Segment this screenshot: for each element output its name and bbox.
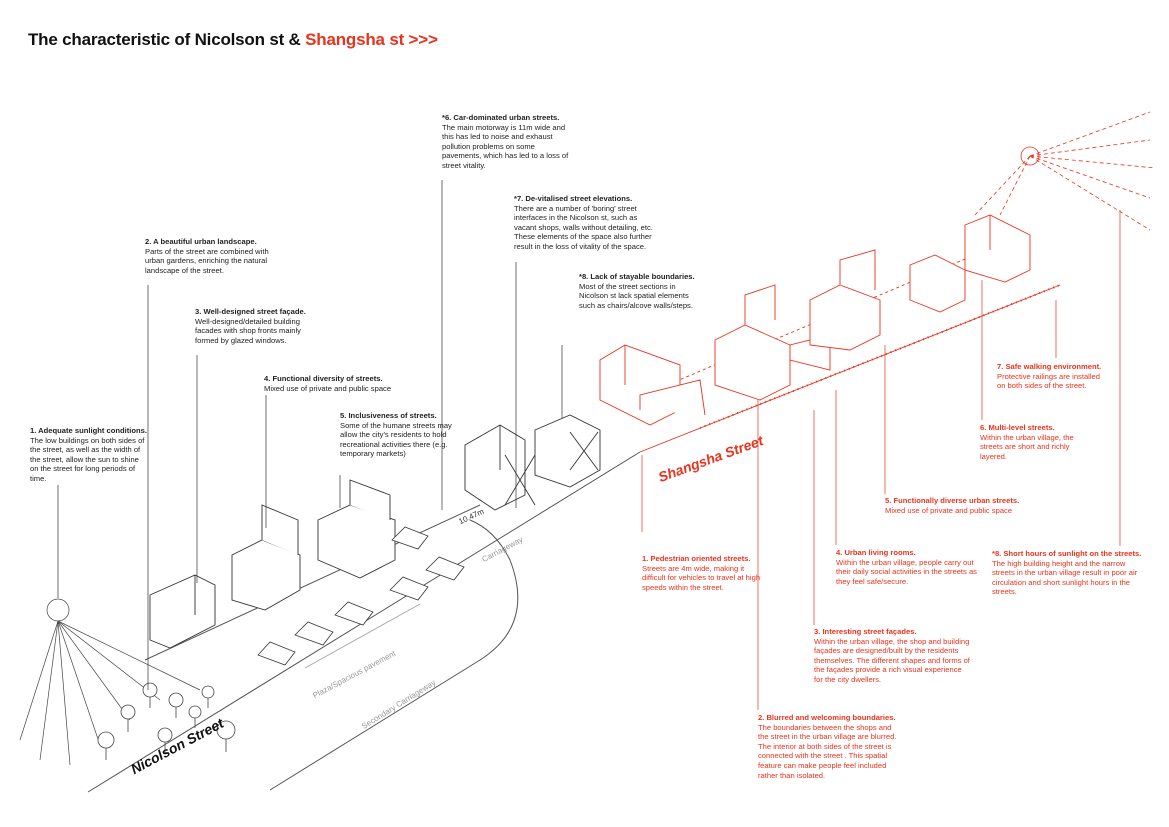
note-body: The main motorway is 11m wide and this h… <box>442 122 569 170</box>
shangsha-note-8: *8. Short hours of sunlight on the stree… <box>992 549 1142 597</box>
title-main: The characteristic of Nicolson st & <box>28 30 306 49</box>
nicolson-note-7: *7. De-vitalised street elevations. Ther… <box>514 194 654 252</box>
nicolson-note-3: 3. Well-designed street façade. Well-des… <box>195 307 323 345</box>
note-heading: 4. Functional diversity of streets. <box>264 374 383 383</box>
note-body: Protective railings are installed on bot… <box>997 371 1100 391</box>
note-heading: 1. Adequate sunlight conditions. <box>30 426 148 435</box>
note-heading: 4. Urban living rooms. <box>836 548 916 557</box>
shangsha-note-1: 1. Pedestrian oriented streets. Streets … <box>642 554 762 592</box>
note-heading: 5. Functionally diverse urban streets. <box>885 496 1020 505</box>
note-body: Some of the humane streets may allow the… <box>340 420 452 459</box>
nicolson-buildings <box>149 414 601 649</box>
note-body: Well-designed/detailed building facades … <box>195 316 301 345</box>
note-body: The boundaries between the shops and the… <box>758 722 897 780</box>
note-body: The low buildings on both sides of the s… <box>30 435 145 483</box>
page-title: The characteristic of Nicolson st & Shan… <box>28 30 438 50</box>
note-body: There are a number of 'boring' street in… <box>514 203 653 251</box>
nicolson-note-1: 1. Adequate sunlight conditions. The low… <box>30 426 148 484</box>
note-heading: 5. Inclusiveness of streets. <box>340 411 437 420</box>
note-body: The high building height and the narrow … <box>992 558 1138 597</box>
note-body: Within the urban village, the streets ar… <box>980 432 1074 461</box>
note-heading: 2. A beautiful urban landscape. <box>145 237 257 246</box>
note-heading: *8. Short hours of sunlight on the stree… <box>992 549 1142 558</box>
shangsha-leaders <box>641 210 1121 710</box>
shangsha-note-7: 7. Safe walking environment. Protective … <box>997 362 1109 391</box>
sun-left-icon <box>19 598 201 766</box>
note-body: Most of the street sections in Nicolson … <box>579 281 693 310</box>
note-body: Mixed use of private and public space <box>885 505 1013 515</box>
shangsha-buildings <box>599 214 1031 426</box>
note-body: Streets are 4m wide, making it difficult… <box>642 563 761 592</box>
nicolson-note-4: 4. Functional diversity of streets. Mixe… <box>264 374 429 393</box>
note-heading: 2. Blurred and welcoming boundaries. <box>758 713 896 722</box>
sun-right-icon <box>974 111 1156 231</box>
note-heading: *8. Lack of stayable boundaries. <box>579 272 695 281</box>
tree-icons <box>97 682 236 760</box>
note-body: Within the urban village, the shop and b… <box>814 636 970 684</box>
title-highlight: Shangsha st >>> <box>305 30 438 49</box>
nicolson-note-8: *8. Lack of stayable boundaries. Most of… <box>579 272 697 310</box>
note-heading: 3. Interesting street façades. <box>814 627 917 636</box>
note-heading: 6. Multi-level streets. <box>980 423 1055 432</box>
note-body: Parts of the street are combined with ur… <box>145 246 269 275</box>
note-heading: 3. Well-designed street façade. <box>195 307 306 316</box>
note-heading: *6. Car-dominated urban streets. <box>442 113 560 122</box>
nicolson-note-6: *6. Car-dominated urban streets. The mai… <box>442 113 570 171</box>
nicolson-note-5: 5. Inclusiveness of streets. Some of the… <box>340 411 458 459</box>
note-heading: 1. Pedestrian oriented streets. <box>642 554 751 563</box>
note-heading: *7. De-vitalised street elevations. <box>514 194 633 203</box>
nicolson-note-2: 2. A beautiful urban landscape. Parts of… <box>145 237 285 275</box>
shangsha-note-3: 3. Interesting street façades. Within th… <box>814 627 972 685</box>
market-stalls <box>257 526 465 666</box>
shangsha-note-4: 4. Urban living rooms. Within the urban … <box>836 548 981 586</box>
nicolson-leaders <box>57 180 563 690</box>
shangsha-note-6: 6. Multi-level streets. Within the urban… <box>980 423 1085 461</box>
note-heading: 7. Safe walking environment. <box>997 362 1102 371</box>
shangsha-note-2: 2. Blurred and welcoming boundaries. The… <box>758 713 901 780</box>
note-body: Mixed use of private and public space <box>264 383 392 393</box>
note-body: Within the urban village, people carry o… <box>836 557 977 586</box>
shangsha-note-5: 5. Functionally diverse urban streets. M… <box>885 496 1045 515</box>
